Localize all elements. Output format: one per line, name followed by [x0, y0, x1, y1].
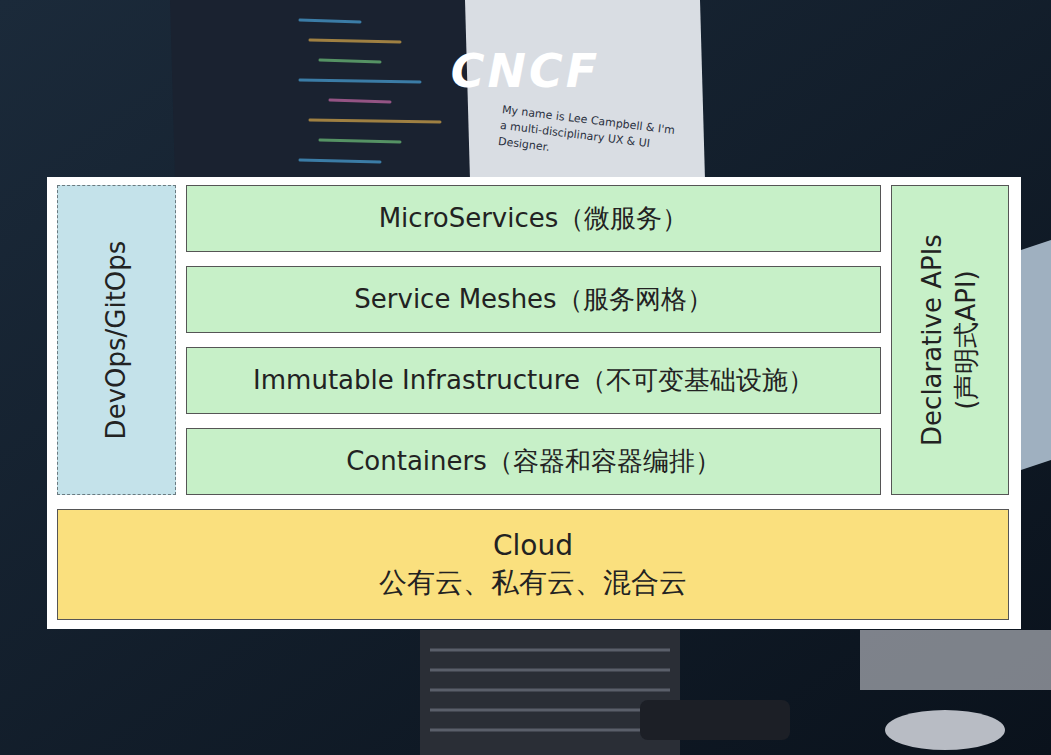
node-label: Service Meshes（服务网格） [354, 283, 712, 317]
diagram-title: CNCF [0, 44, 1051, 98]
side-band: Declarative APIs (声明式API) [891, 185, 1009, 495]
node-label: MicroServices（微服务） [379, 202, 689, 236]
layer-box: MicroServices（微服务） [186, 185, 881, 252]
node-label: Cloud [493, 528, 573, 564]
side-band: DevOps/GitOps [57, 185, 176, 495]
node-label: Immutable Infrastructure（不可变基础设施） [253, 364, 814, 398]
layer-box: Service Meshes（服务网格） [186, 266, 881, 333]
node-label: Declarative APIs (声明式API) [916, 215, 984, 465]
cloud-band: Cloud公有云、私有云、混合云 [57, 509, 1009, 620]
node-sublabel: 公有云、私有云、混合云 [379, 565, 687, 601]
node-label: Containers（容器和容器编排） [346, 445, 721, 479]
layer-box: Immutable Infrastructure（不可变基础设施） [186, 347, 881, 414]
layer-box: Containers（容器和容器编排） [186, 428, 881, 495]
node-label: DevOps/GitOps [100, 241, 134, 440]
screen-text: My name is Lee Campbell & I'm a multi-di… [497, 102, 677, 171]
